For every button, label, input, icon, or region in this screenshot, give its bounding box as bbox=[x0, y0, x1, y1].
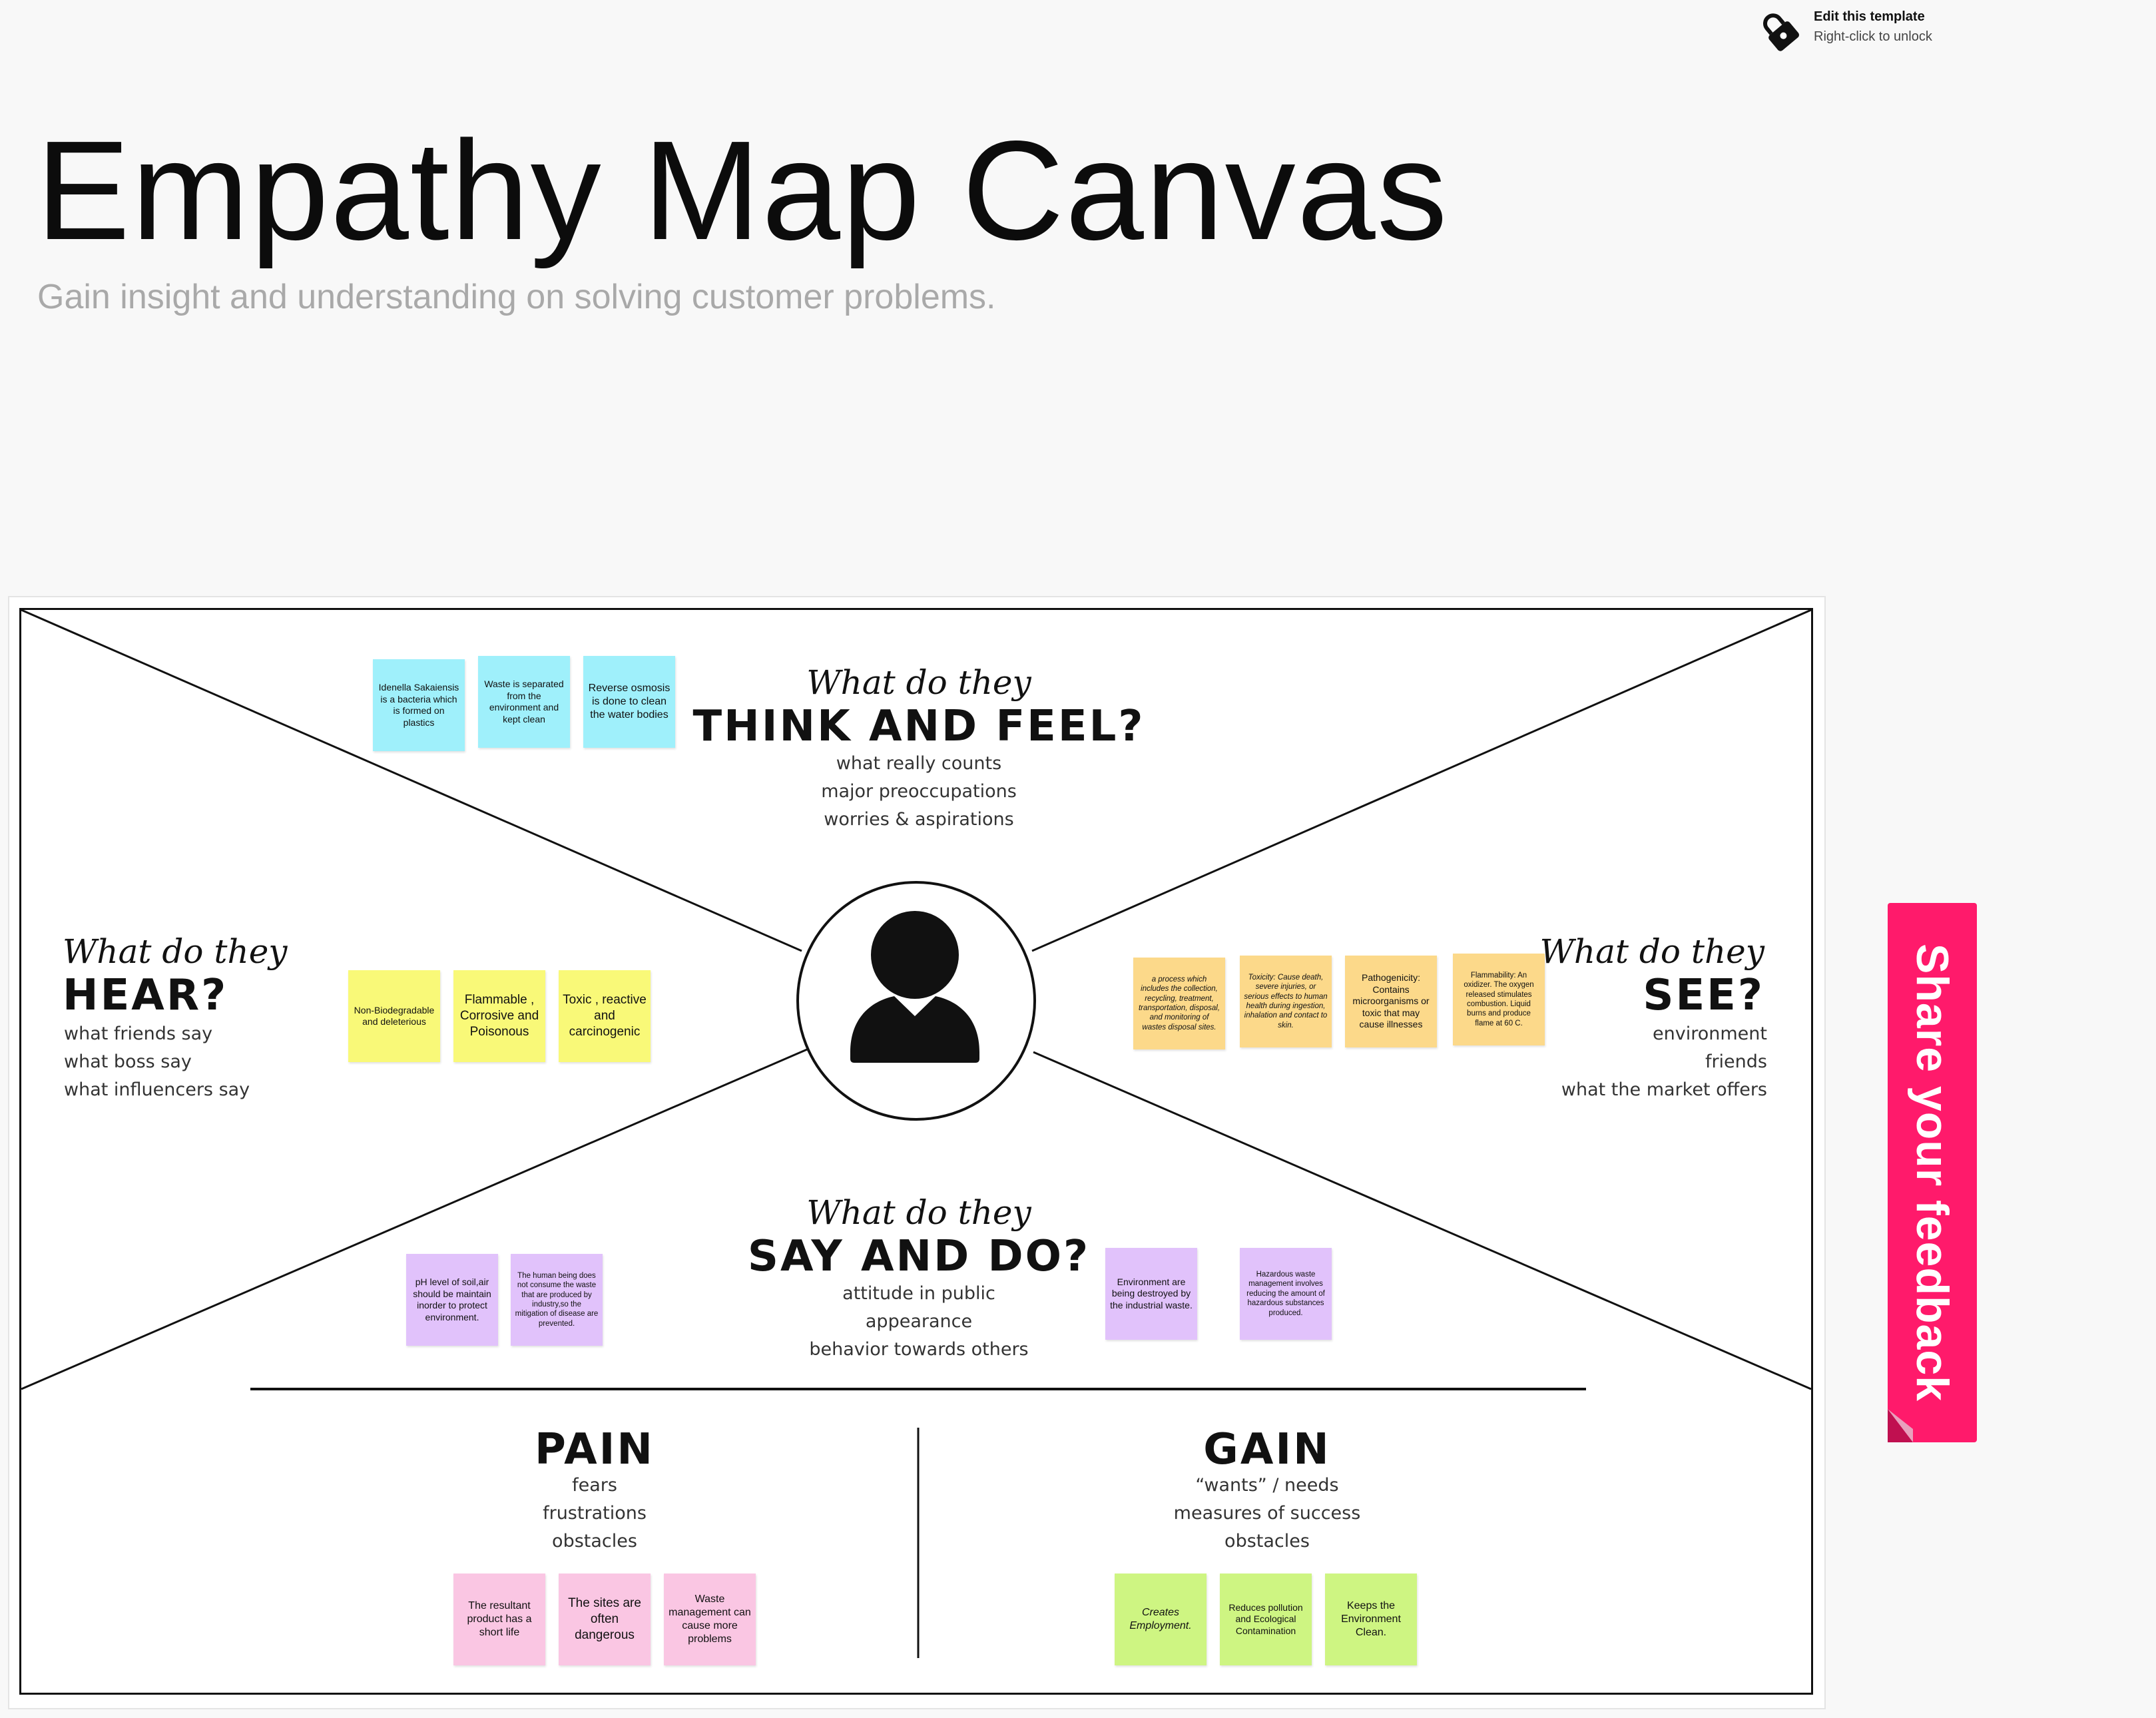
empathy-map-board bbox=[19, 608, 1813, 1695]
sticky-note[interactable]: Creates Employment. bbox=[1115, 1574, 1207, 1665]
edit-template-hint: Right-click to unlock bbox=[1814, 29, 1932, 44]
hear-line: what friends say bbox=[64, 1023, 213, 1044]
sticky-note[interactable]: Non-Biodegradable and deleterious bbox=[348, 970, 440, 1062]
sticky-note[interactable]: Flammable , Corrosive and Poisonous bbox=[453, 970, 545, 1062]
gain-line: “wants” / needs bbox=[1195, 1475, 1339, 1496]
sticky-note[interactable]: a process which includes the collection,… bbox=[1133, 958, 1225, 1049]
pain-line: fears bbox=[572, 1475, 617, 1496]
pain-heading: PAIN bbox=[535, 1425, 655, 1474]
hear-prefix: What do they bbox=[63, 932, 288, 971]
share-feedback-label: Share your feedback bbox=[1907, 944, 1958, 1402]
sticky-note[interactable]: Waste management can cause more problems bbox=[664, 1574, 756, 1665]
sticky-note[interactable]: Environment are being destroyed by the i… bbox=[1105, 1248, 1197, 1340]
say-do-heading: SAY AND DO? bbox=[747, 1232, 1091, 1281]
see-line: what the market offers bbox=[1561, 1079, 1767, 1100]
board-lines bbox=[21, 610, 1811, 1658]
diagonal-bottom-left bbox=[21, 1048, 808, 1390]
sticky-note[interactable]: Flammability: An oxidizer. The oxygen re… bbox=[1453, 954, 1545, 1045]
edit-template-title: Edit this template bbox=[1814, 9, 1925, 24]
sticky-note[interactable]: pH level of soil,air should be maintain … bbox=[406, 1254, 498, 1346]
hear-line: what influencers say bbox=[64, 1079, 250, 1100]
pain-description: fears frustrations obstacles bbox=[428, 1472, 761, 1556]
sticky-note[interactable]: Reverse osmosis is done to clean the wat… bbox=[583, 656, 675, 748]
gain-heading: GAIN bbox=[1203, 1425, 1331, 1474]
sticky-note[interactable]: The resultant product has a short life bbox=[453, 1574, 545, 1665]
see-line: friends bbox=[1705, 1051, 1767, 1072]
sticky-note[interactable]: Hazardous waste management involves redu… bbox=[1240, 1248, 1332, 1340]
gain-line: obstacles bbox=[1224, 1531, 1310, 1552]
sticky-note[interactable]: The sites are often dangerous bbox=[559, 1574, 651, 1665]
sticky-note[interactable]: Reduces pollution and Ecological Contami… bbox=[1220, 1574, 1312, 1665]
say-do-description: attitude in public appearance behavior t… bbox=[752, 1280, 1085, 1364]
hear-line: what boss say bbox=[64, 1051, 192, 1072]
page-subtitle: Gain insight and understanding on solvin… bbox=[37, 278, 996, 316]
say-do-prefix: What do they bbox=[806, 1193, 1031, 1232]
diagonal-bottom-right bbox=[1033, 1051, 1811, 1390]
think-feel-prefix: What do they bbox=[806, 663, 1031, 702]
see-line: environment bbox=[1653, 1023, 1767, 1044]
sticky-note[interactable]: Toxicity: Cause death, severe injuries, … bbox=[1240, 956, 1332, 1047]
sticky-note[interactable]: Idenella Sakaiensis is a bacteria which … bbox=[373, 659, 465, 751]
think-feel-line: major preoccupations bbox=[821, 781, 1017, 802]
page-title: Empathy Map Canvas bbox=[36, 111, 1449, 269]
sticky-note[interactable]: The human being does not consume the was… bbox=[511, 1254, 603, 1346]
gain-line: measures of success bbox=[1173, 1503, 1361, 1524]
see-heading: SEE? bbox=[1643, 971, 1764, 1020]
diagonal-top-right bbox=[1031, 610, 1811, 952]
diagonal-top-left bbox=[21, 610, 802, 952]
see-prefix: What do they bbox=[1539, 932, 1764, 971]
say-do-line: attitude in public bbox=[842, 1283, 995, 1304]
say-do-line: appearance bbox=[865, 1311, 973, 1332]
lock-icon bbox=[1758, 9, 1800, 52]
think-feel-line: what really counts bbox=[836, 753, 1002, 774]
gain-description: “wants” / needs measures of success obst… bbox=[1101, 1472, 1434, 1556]
sticky-note[interactable]: Keeps the Environment Clean. bbox=[1325, 1574, 1417, 1665]
pain-line: frustrations bbox=[543, 1503, 647, 1524]
pain-line: obstacles bbox=[552, 1531, 637, 1552]
hear-description: what friends say what boss say what infl… bbox=[64, 1020, 250, 1104]
edit-template-banner[interactable]: Edit this template Right-click to unlock bbox=[1758, 7, 2051, 53]
think-feel-description: what really counts major preoccupations … bbox=[752, 750, 1085, 834]
hear-heading: HEAR? bbox=[63, 971, 228, 1020]
say-do-line: behavior towards others bbox=[809, 1339, 1029, 1360]
sticky-note[interactable]: Waste is separated from the environment … bbox=[478, 656, 570, 748]
see-description: environment friends what the market offe… bbox=[1498, 1020, 1767, 1104]
think-feel-line: worries & aspirations bbox=[824, 809, 1014, 830]
think-feel-heading: THINK AND FEEL? bbox=[692, 702, 1145, 751]
share-feedback-button[interactable]: Share your feedback bbox=[1888, 903, 1977, 1442]
user-avatar-icon bbox=[794, 879, 1038, 1123]
sticky-note[interactable]: Pathogenicity: Contains microorganisms o… bbox=[1345, 956, 1437, 1047]
sticky-note[interactable]: Toxic , reactive and carcinogenic bbox=[559, 970, 651, 1062]
